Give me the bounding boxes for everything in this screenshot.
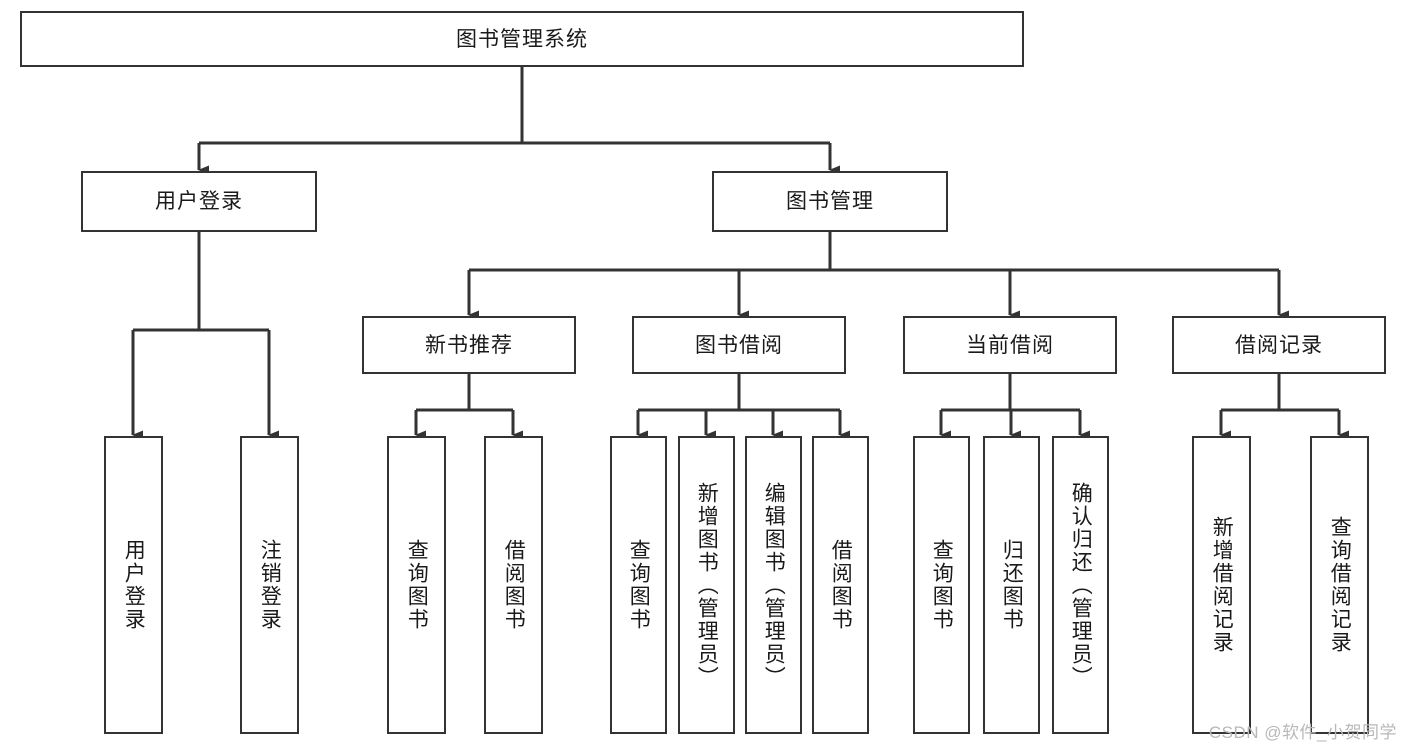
node-leaf-add-borrow-record-label: 新增借阅记录 <box>1210 516 1234 654</box>
node-current-borrow-label: 当前借阅 <box>966 333 1054 357</box>
node-leaf-confirm-return-admin-label: 确认归还（管理员） <box>1069 481 1093 689</box>
node-leaf-add-book-admin-label: 新增图书（管理员） <box>695 481 719 689</box>
node-leaf-user-login[interactable]: 用户登录 <box>104 436 163 734</box>
node-new-book-recommend[interactable]: 新书推荐 <box>362 316 576 374</box>
node-root[interactable]: 图书管理系统 <box>20 11 1024 67</box>
node-leaf-borrow-book-label: 借阅图书 <box>829 539 853 631</box>
node-leaf-query-borrow-record[interactable]: 查询借阅记录 <box>1310 436 1369 734</box>
node-leaf-borrow-book-rec-label: 借阅图书 <box>502 539 526 631</box>
node-leaf-query-borrow-record-label: 查询借阅记录 <box>1328 516 1352 654</box>
node-current-borrow[interactable]: 当前借阅 <box>903 316 1117 374</box>
node-leaf-confirm-return-admin[interactable]: 确认归还（管理员） <box>1052 436 1109 734</box>
node-leaf-edit-book-admin[interactable]: 编辑图书（管理员） <box>745 436 802 734</box>
node-leaf-query-book-cur-label: 查询图书 <box>930 539 954 631</box>
node-leaf-query-book-borrow-label: 查询图书 <box>627 539 651 631</box>
node-leaf-user-logout-label: 注销登录 <box>258 539 282 631</box>
node-leaf-add-borrow-record[interactable]: 新增借阅记录 <box>1192 436 1251 734</box>
node-book-borrow[interactable]: 图书借阅 <box>632 316 846 374</box>
node-root-label: 图书管理系统 <box>456 27 588 51</box>
node-leaf-borrow-book-rec[interactable]: 借阅图书 <box>484 436 543 734</box>
node-leaf-user-login-label: 用户登录 <box>122 539 146 631</box>
node-book-manage-label: 图书管理 <box>786 190 874 213</box>
node-leaf-query-book-rec[interactable]: 查询图书 <box>387 436 446 734</box>
node-leaf-add-book-admin[interactable]: 新增图书（管理员） <box>678 436 735 734</box>
node-leaf-user-logout[interactable]: 注销登录 <box>240 436 299 734</box>
node-leaf-query-book-cur[interactable]: 查询图书 <box>913 436 970 734</box>
node-book-manage[interactable]: 图书管理 <box>712 171 948 232</box>
node-user-login-label: 用户登录 <box>155 190 243 213</box>
node-new-book-recommend-label: 新书推荐 <box>425 333 513 357</box>
node-borrow-record[interactable]: 借阅记录 <box>1172 316 1386 374</box>
node-leaf-edit-book-admin-label: 编辑图书（管理员） <box>762 481 786 689</box>
node-leaf-query-book-rec-label: 查询图书 <box>405 539 429 631</box>
node-leaf-return-book[interactable]: 归还图书 <box>983 436 1040 734</box>
node-leaf-query-book-borrow[interactable]: 查询图书 <box>610 436 667 734</box>
node-user-login[interactable]: 用户登录 <box>81 171 317 232</box>
node-leaf-borrow-book[interactable]: 借阅图书 <box>812 436 869 734</box>
node-book-borrow-label: 图书借阅 <box>695 333 783 357</box>
node-borrow-record-label: 借阅记录 <box>1235 333 1323 357</box>
node-leaf-return-book-label: 归还图书 <box>1000 539 1024 631</box>
